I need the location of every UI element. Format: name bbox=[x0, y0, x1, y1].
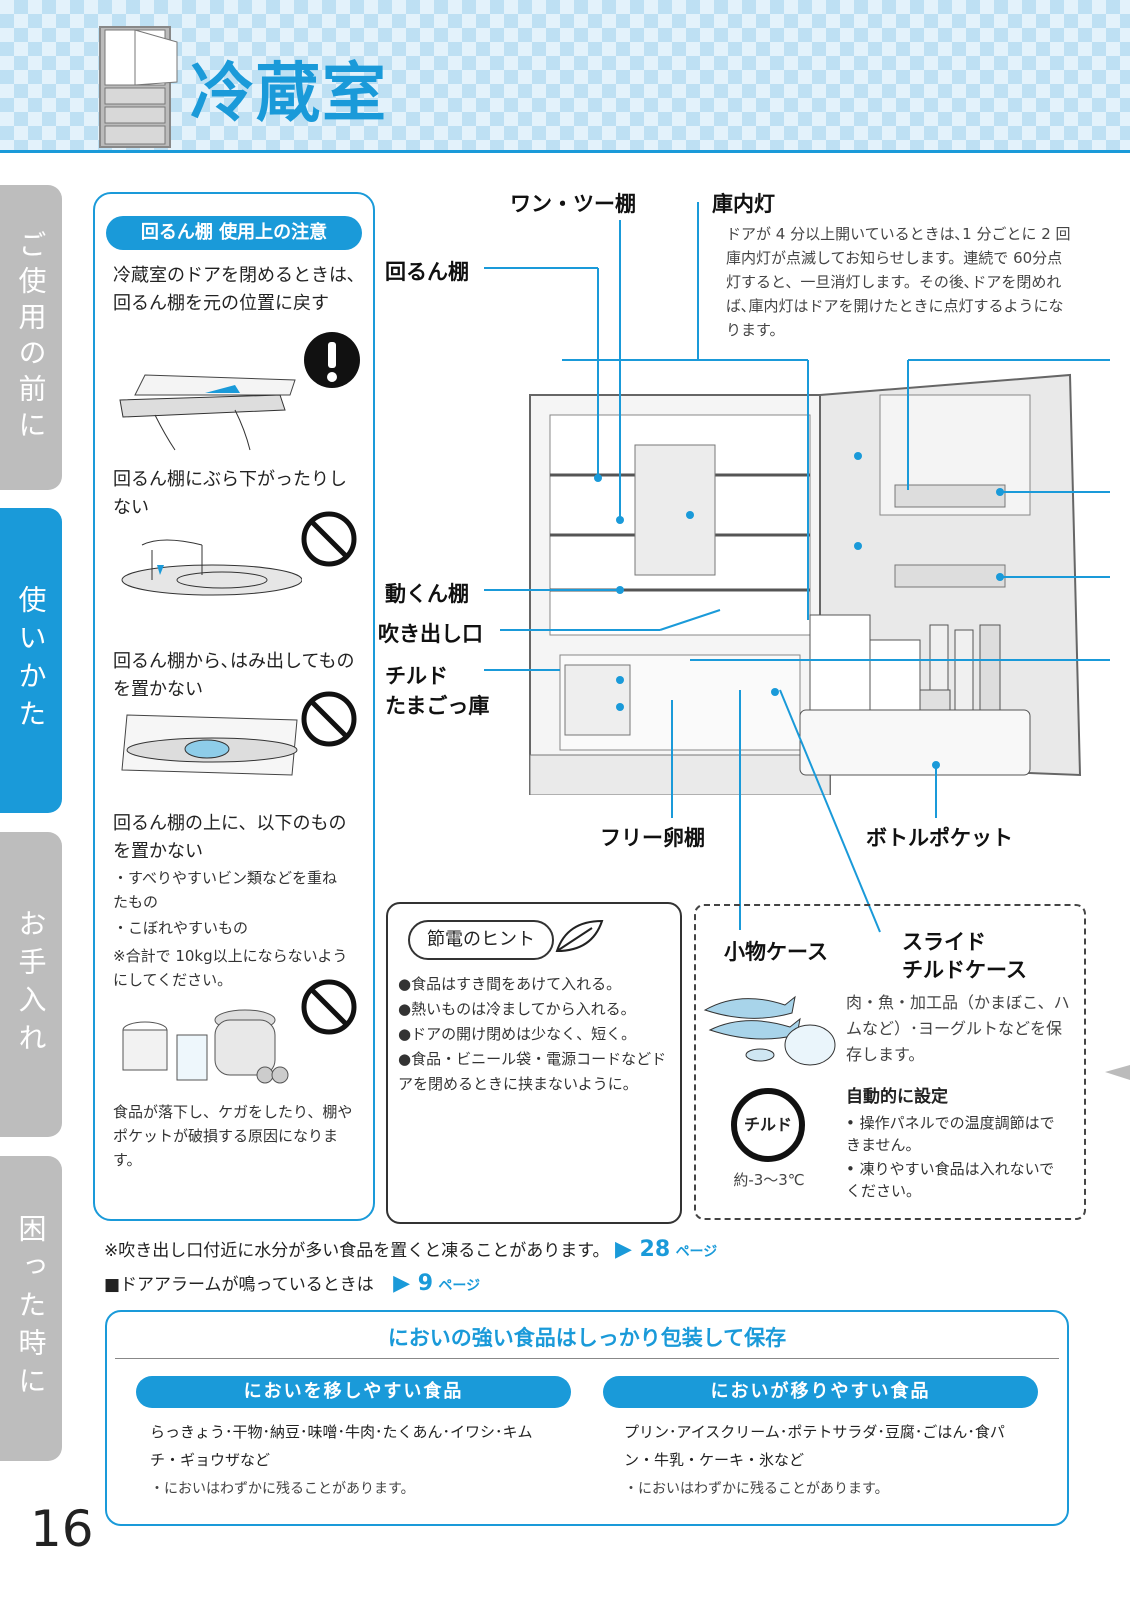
caution-bullet-1: ・すべりやすいビン類などを重ねたもの bbox=[113, 869, 337, 911]
shelf-push-illustration bbox=[119, 374, 296, 451]
auto-setting-item-2: • 凍りやすい食品は入れないでください。 bbox=[846, 1160, 1055, 1200]
door-alarm-page-link[interactable]: ▶ 9 bbox=[393, 1271, 433, 1296]
odor-left-items: らっきょう･干物･納豆･味噌･牛肉･たくあん･イワシ･キムチ・ギョウザなど bbox=[150, 1423, 533, 1469]
fridge-icon bbox=[99, 26, 178, 148]
label-chilled-2: たまごっ庫 bbox=[385, 694, 490, 718]
label-rotating-shelf: 回るん棚 bbox=[385, 260, 469, 284]
caution-bullet-2: ・こぼれやすいもの bbox=[113, 919, 249, 937]
tab-label: 使いかた bbox=[14, 584, 48, 737]
caution-heading: 回るん棚 使用上の注意 bbox=[106, 216, 362, 250]
slide-chilled-case-box bbox=[694, 904, 1086, 1220]
fish-meat-illustration bbox=[703, 995, 836, 1066]
freeze-note-text: ※吹き出し口付近に水分が多い食品を置くと凍ることがあります。 bbox=[104, 1241, 610, 1261]
caution-item-3: 回るん棚から､はみ出してものを置かない bbox=[113, 651, 355, 700]
label-air-outlet: 吹き出し口 bbox=[378, 622, 483, 646]
label-one-two-shelf: ワン・ツー棚 bbox=[510, 192, 636, 216]
odor-left-heading: においを移しやすい食品 bbox=[136, 1376, 571, 1408]
tab-troubleshooting[interactable]: 困った時に bbox=[0, 1156, 62, 1461]
hint-item-2: ●熱いものは冷ましてから入れる。 bbox=[398, 1000, 636, 1018]
auto-setting-title: 自動的に設定 bbox=[846, 1087, 948, 1107]
energy-saving-hint-box bbox=[386, 902, 682, 1224]
caution-item-2: 回るん棚にぶら下がったりしない bbox=[113, 469, 347, 518]
prohibited-icon bbox=[301, 691, 357, 747]
tab-label: 困った時に bbox=[14, 1213, 48, 1404]
label-bottle-pocket: ボトルポケット bbox=[866, 826, 1013, 850]
header-divider bbox=[0, 150, 1130, 153]
mandatory-icon bbox=[304, 332, 360, 388]
tab-before-use[interactable]: ご使用の前に bbox=[0, 185, 62, 490]
odor-left-note: ・においはわずかに残ることがあります。 bbox=[150, 1481, 415, 1497]
odor-storage-box bbox=[105, 1310, 1069, 1526]
interior-light-description: ドアが 4 分以上開いているときは､1 分ごとに 2 回庫内灯が点滅してお知らせ… bbox=[726, 225, 1071, 339]
hint-item-4: ●食品・ビニール袋・電源コードなどドアを閉めるときに挟まないように。 bbox=[398, 1050, 667, 1093]
page-title: 冷蔵室 bbox=[190, 57, 388, 131]
hint-item-3: ●ドアの開け閉めは少なく、短く。 bbox=[398, 1025, 637, 1043]
odor-right-items: プリン･アイスクリーム･ポテトサラダ･豆腐･ごはん･食パン・牛乳・ケーキ・氷など bbox=[624, 1423, 1005, 1469]
chilled-badge-circle bbox=[731, 1088, 805, 1162]
odor-right-heading: においが移りやすい食品 bbox=[603, 1376, 1038, 1408]
freeze-note: ※吹き出し口付近に水分が多い食品を置くと凍ることがあります。 ▶ 28 ページ bbox=[104, 1236, 717, 1262]
overhang-shelf-illustration bbox=[121, 714, 298, 776]
header-banner bbox=[0, 0, 1130, 150]
odor-right-note: ・においはわずかに残ることがあります。 bbox=[624, 1481, 889, 1497]
page-number: 16 bbox=[30, 1500, 94, 1558]
door-alarm-note: ■ドアアラームが鳴っているときは ▶ 9 ページ bbox=[104, 1270, 480, 1296]
tab-label: ご使用の前に bbox=[14, 229, 48, 446]
hint-item-1: ●食品はすき間をあけて入れる。 bbox=[398, 975, 622, 993]
label-free-egg-shelf: フリー卵棚 bbox=[600, 826, 705, 850]
label-small-case: 小物ケース bbox=[724, 940, 828, 964]
tab-label: お手入れ bbox=[14, 908, 48, 1061]
label-moving-shelf: 動くん棚 bbox=[385, 582, 469, 606]
hanging-shelf-illustration bbox=[121, 539, 302, 596]
page-word: ページ bbox=[675, 1244, 718, 1260]
label-chilled-1: チルド bbox=[385, 664, 448, 688]
caution-box bbox=[93, 192, 375, 1221]
caution-item-1: 冷蔵室のドアを閉めるときは､回るん棚を元の位置に戻す bbox=[113, 265, 356, 314]
odor-title: においの強い食品はしっかり包装して保存 bbox=[387, 1326, 787, 1350]
tab-care[interactable]: お手入れ bbox=[0, 832, 62, 1137]
label-interior-light: 庫内灯 bbox=[712, 192, 775, 216]
chilled-temperature: 約-3～3℃ bbox=[733, 1171, 805, 1189]
caution-note: ※合計で 10kg以上にならないようにしてください。 bbox=[113, 947, 348, 989]
slide-case-title-1: スライド bbox=[902, 930, 986, 954]
slide-case-description: 肉・魚・加工品（かまぼこ、ハムなど）･ヨーグルトなどを保存します。 bbox=[846, 993, 1070, 1064]
prohibited-icon bbox=[301, 511, 357, 567]
door-alarm-text: ■ドアアラームが鳴っているときは bbox=[104, 1275, 374, 1295]
leaf-icon bbox=[555, 919, 604, 953]
auto-setting-item-1: • 操作パネルでの温度調節はできません。 bbox=[846, 1114, 1055, 1154]
page-word: ページ bbox=[438, 1278, 481, 1294]
caution-item-4: 回るん棚の上に、以下のものを置かない bbox=[113, 813, 347, 862]
hint-title: 節電のヒント bbox=[408, 920, 554, 960]
tab-how-to-use[interactable]: 使いかた bbox=[0, 508, 62, 813]
caution-footer: 食品が落下し、ケガをしたり、棚やポケットが破損する原因になります。 bbox=[113, 1103, 353, 1169]
slide-case-title-2: チルドケース bbox=[902, 958, 1027, 982]
stacked-items-illustration bbox=[122, 1009, 289, 1084]
odor-divider bbox=[115, 1358, 1059, 1359]
prohibited-icon bbox=[301, 979, 357, 1035]
chilled-badge-label: チルド bbox=[743, 1115, 792, 1134]
freeze-page-link[interactable]: ▶ 28 bbox=[614, 1237, 671, 1262]
refrigerator-illustration bbox=[529, 373, 1082, 795]
